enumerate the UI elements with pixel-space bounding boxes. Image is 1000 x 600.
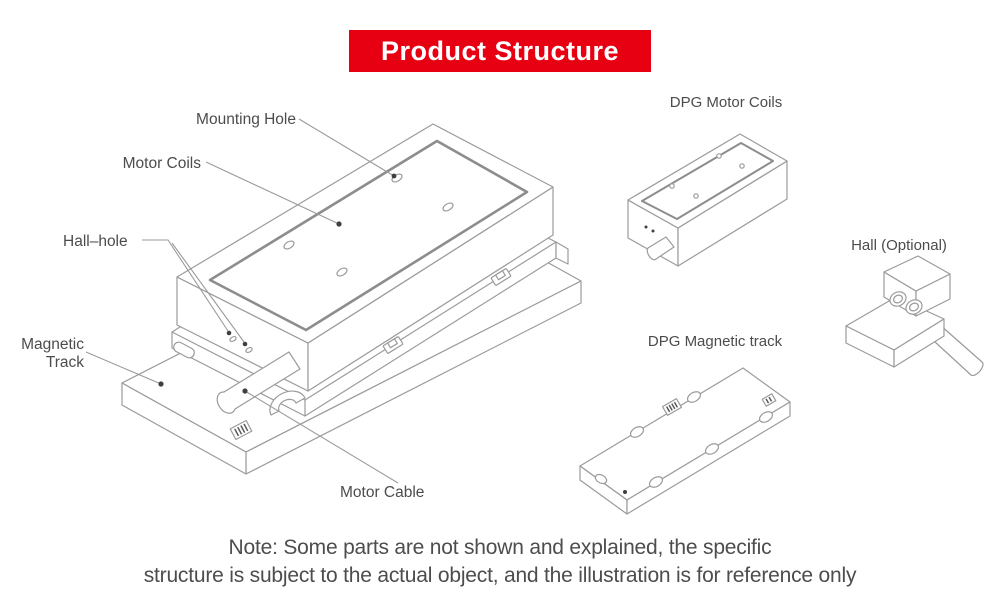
main-assembly-drawing: Mounting Hole Motor Coils Hall–hole Magn…	[21, 111, 582, 501]
magnet-id-stamp-small	[761, 393, 777, 407]
mounting-hole-oval	[336, 267, 348, 277]
hall-sensor-drawing: Hall (Optional)	[845, 237, 984, 377]
label-hall-hole: Hall–hole	[63, 233, 128, 250]
track-slot-notch	[173, 341, 195, 359]
dpg-magnetic-track-drawing: DPG Magnetic track	[579, 333, 791, 515]
leader-lines	[85, 118, 399, 484]
label-dpg-motor-coils: DPG Motor Coils	[670, 94, 783, 111]
motor-coil-body	[176, 123, 554, 392]
dpg-coils-cable	[646, 236, 675, 261]
magnet-id-stamp	[661, 398, 683, 416]
label-magnetic-track-1: Magnetic	[21, 336, 84, 353]
label-magnetic-track-2: Track	[46, 354, 84, 371]
hall-holes	[226, 330, 253, 354]
label-motor-cable: Motor Cable	[340, 484, 424, 501]
mounting-hole-oval	[283, 240, 295, 250]
label-hall-optional: Hall (Optional)	[851, 237, 947, 254]
label-mounting-hole: Mounting Hole	[196, 111, 296, 128]
coil-area-outline	[208, 139, 529, 332]
label-dpg-magnetic-track: DPG Magnetic track	[648, 333, 783, 350]
mounting-hole-oval	[442, 202, 454, 212]
label-motor-coils: Motor Coils	[123, 155, 202, 172]
cable-clamp-arch	[269, 390, 306, 416]
page-title: Product Structure	[380, 35, 620, 66]
footnote: Note: Some parts are not shown and expla…	[0, 534, 1000, 590]
footnote-line-2: structure is subject to the actual objec…	[143, 564, 857, 587]
track-notches	[594, 391, 774, 488]
footnote-line-1: Note: Some parts are not shown and expla…	[228, 536, 772, 559]
title-banner: Product Structure	[349, 30, 651, 72]
motor-cable-cylinder	[216, 351, 301, 414]
magnet-pole-stamp	[229, 419, 253, 441]
dpg-motor-coils-drawing: DPG Motor Coils	[627, 94, 788, 267]
hall-sensor-block	[883, 255, 951, 317]
